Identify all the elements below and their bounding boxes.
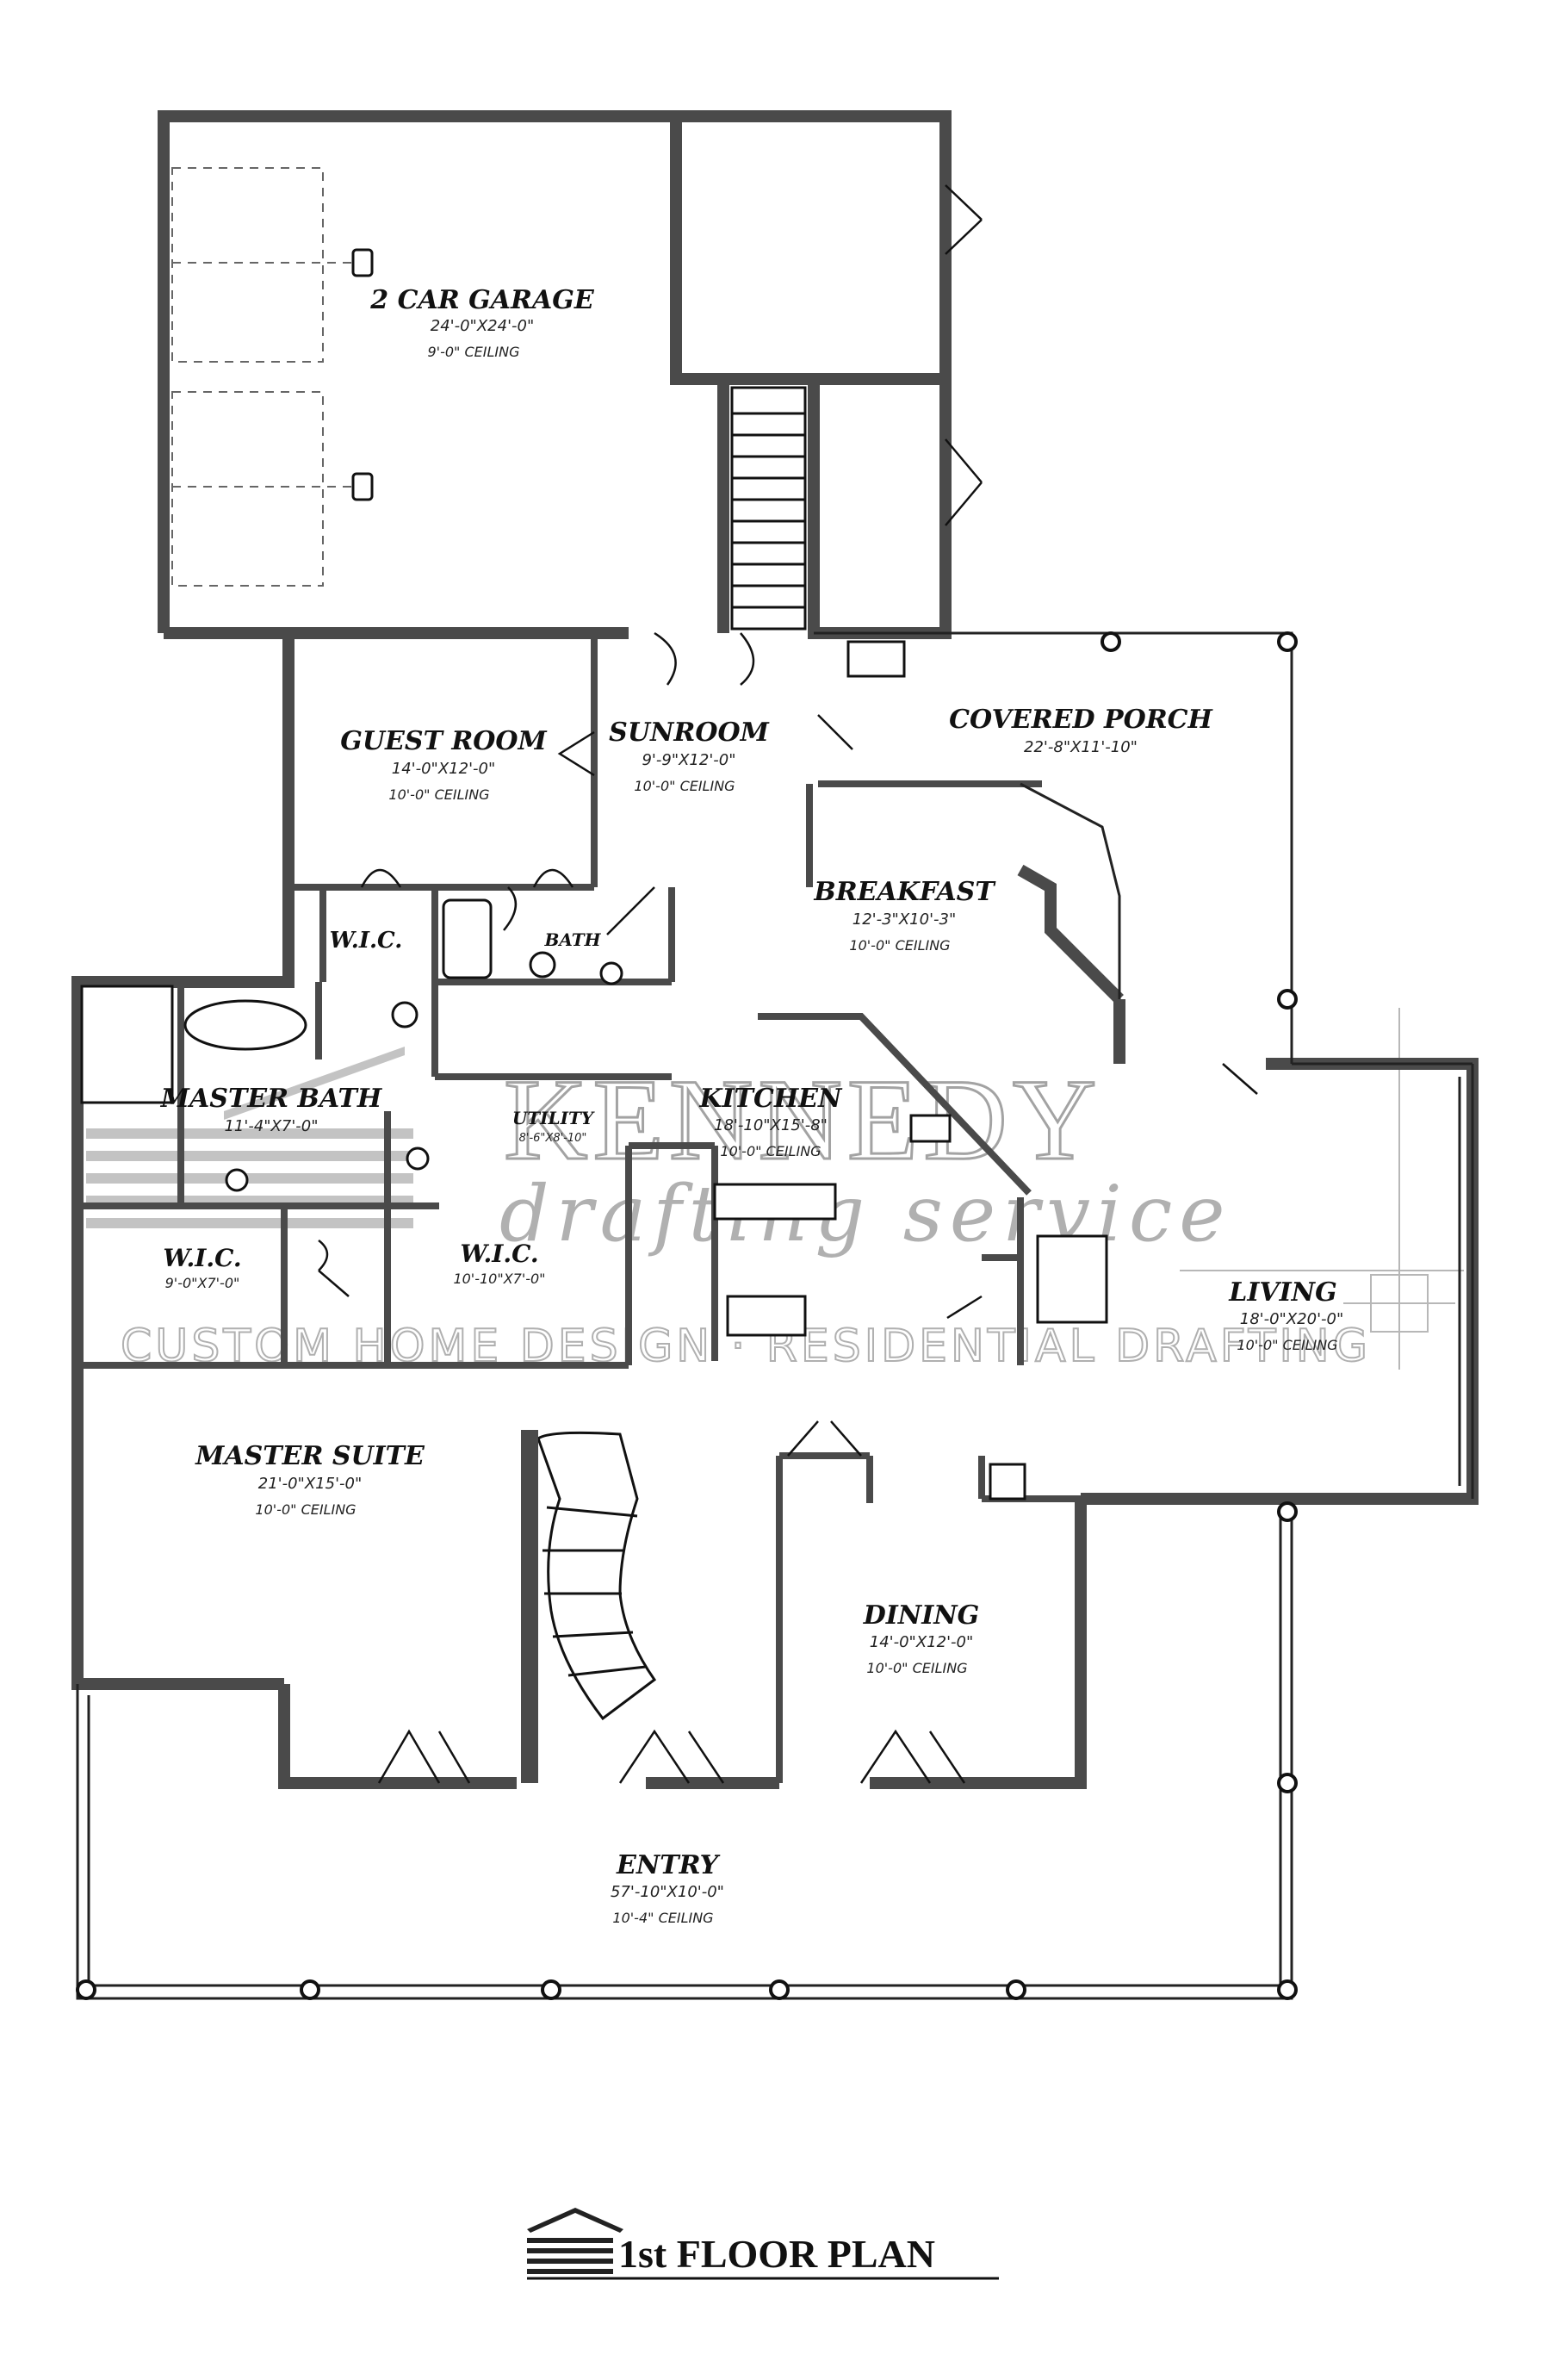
room-name-master-bath: MASTER BATH [160, 1084, 383, 1114]
room-utility: UTILITY 8'-6"X8'-10" [512, 1108, 595, 1145]
room-ceiling-kitchen: 10'-0" CEILING [720, 1143, 821, 1159]
room-dims-breakfast: 12'-3"X10'-3" [852, 910, 957, 929]
room-sunroom: SUNROOM 9'-9"X12'-0" 10'-0" CEILING [609, 718, 769, 794]
exterior-walls [71, 110, 1479, 1789]
room-dims-sunroom: 9'-9"X12'-0" [642, 751, 735, 769]
room-name-guest: GUEST ROOM [340, 726, 547, 756]
room-dims-guest: 14'-0"X12'-0" [392, 760, 496, 778]
shower-icon [80, 985, 174, 1104]
room-ceiling-master-suite: 10'-0" CEILING [255, 1501, 356, 1518]
room-breakfast: BREAKFAST 12'-3"X10'-3" 10'-0" CEILING [813, 877, 996, 954]
watermark-logo-icon [86, 1047, 413, 1228]
room-ceiling-dining: 10'-0" CEILING [866, 1660, 967, 1676]
room-name-living: LIVING [1228, 1277, 1336, 1308]
plan-title: 1st FLOOR PLAN [527, 2208, 999, 2280]
door-swings [318, 184, 1258, 1784]
room-name-wic-master-1: W.I.C. [163, 1244, 241, 1272]
room-dims-master-bath: 11'-4"X7'-0" [224, 1117, 318, 1135]
house-logo-icon [527, 2208, 623, 2274]
room-name-wic-master-2: W.I.C. [460, 1240, 538, 1268]
room-dims-utility: 8'-6"X8'-10" [519, 1132, 587, 1145]
room-garage: 2 CAR GARAGE 24'-0"X24'-0" 9'-0" CEILING [369, 285, 595, 360]
room-name-dining: DINING [863, 1600, 980, 1631]
main-stair [536, 1431, 657, 1721]
fireplace-icon [1036, 1234, 1108, 1324]
room-wic-guest: W.I.C. [330, 928, 403, 954]
garage-doors [171, 167, 362, 587]
wet-bar-sink-icon [989, 1463, 1026, 1501]
room-wic-master-2: W.I.C. 10'-10"X7'-0" [453, 1240, 545, 1287]
garage-door-openers [351, 248, 374, 501]
room-name-bath: BATH [543, 929, 601, 950]
room-master-suite: MASTER SUITE 21'-0"X15'-0" 10'-0" CEILIN… [195, 1441, 425, 1518]
room-name-sunroom: SUNROOM [609, 718, 769, 748]
room-dims-wic-master-1: 9'-0"X7'-0" [165, 1275, 240, 1291]
room-name-wic-guest: W.I.C. [330, 928, 403, 954]
room-name-utility: UTILITY [512, 1108, 595, 1128]
soaking-tub-icon [183, 999, 307, 1051]
stair-wall [521, 1430, 538, 1783]
room-guest: GUEST ROOM 14'-0"X12'-0" 10'-0" CEILING [340, 726, 547, 803]
toilet-icon [529, 951, 556, 979]
porch-grill-icon [846, 640, 906, 678]
room-ceiling-entry: 10'-4" CEILING [612, 1910, 713, 1926]
plan-title-text: 1st FLOOR PLAN [618, 2232, 935, 2276]
room-dims-dining: 14'-0"X12'-0" [870, 1633, 974, 1651]
bathtub-icon [442, 898, 493, 979]
room-dims-covered-porch: 22'-8"X11'-10" [1024, 738, 1138, 756]
room-dims-wic-master-2: 10'-10"X7'-0" [453, 1271, 545, 1287]
room-name-breakfast: BREAKFAST [813, 877, 996, 907]
vanity-sink-icon [225, 1168, 249, 1192]
watermark-tagline: drafting service [499, 1169, 1232, 1259]
porch-columns [76, 631, 1298, 2000]
sink-icon [599, 961, 623, 985]
room-name-covered-porch: COVERED PORCH [949, 705, 1213, 735]
room-entry: ENTRY 57'-10"X10'-0" 10'-4" CEILING [611, 1850, 724, 1926]
kitchen-island-icon [713, 1183, 837, 1221]
room-ceiling-breakfast: 10'-0" CEILING [849, 937, 950, 954]
room-wic-master-1: W.I.C. 9'-0"X7'-0" [163, 1244, 241, 1291]
room-dims-living: 18'-0"X20'-0" [1240, 1310, 1344, 1328]
room-living: LIVING 18'-0"X20'-0" 10'-0" CEILING [1228, 1277, 1343, 1353]
room-dims-master-suite: 21'-0"X15'-0" [258, 1475, 363, 1493]
master-toilet-icon [391, 1001, 418, 1028]
room-bath: BATH [543, 929, 601, 950]
room-dims-entry: 57'-10"X10'-0" [611, 1883, 724, 1901]
room-master-bath: MASTER BATH 11'-4"X7'-0" [160, 1084, 383, 1135]
room-ceiling-living: 10'-0" CEILING [1237, 1337, 1337, 1353]
cooktop-icon [726, 1295, 807, 1337]
room-ceiling-garage: 9'-0" CEILING [428, 344, 520, 360]
room-ceiling-sunroom: 10'-0" CEILING [634, 778, 735, 794]
room-name-kitchen: KITCHEN [699, 1084, 844, 1114]
garage-stair [730, 386, 807, 631]
room-dims-garage: 24'-0"X24'-0" [431, 317, 535, 335]
room-dining: DINING 14'-0"X12'-0" 10'-0" CEILING [863, 1600, 980, 1676]
room-name-garage: 2 CAR GARAGE [369, 285, 595, 315]
room-name-entry: ENTRY [616, 1850, 721, 1880]
room-dims-kitchen: 18'-10"X15'-8" [714, 1116, 828, 1134]
vanity-sink-2-icon [406, 1147, 430, 1171]
porch-railings [76, 631, 1474, 2000]
fixtures [80, 640, 1108, 1501]
room-kitchen: KITCHEN 18'-10"X15'-8" 10'-0" CEILING [699, 1084, 844, 1159]
room-covered-porch: COVERED PORCH 22'-8"X11'-10" [949, 705, 1213, 756]
kitchen-sink-icon [909, 1114, 952, 1143]
room-name-master-suite: MASTER SUITE [195, 1441, 425, 1471]
room-ceiling-guest: 10'-0" CEILING [388, 786, 489, 803]
